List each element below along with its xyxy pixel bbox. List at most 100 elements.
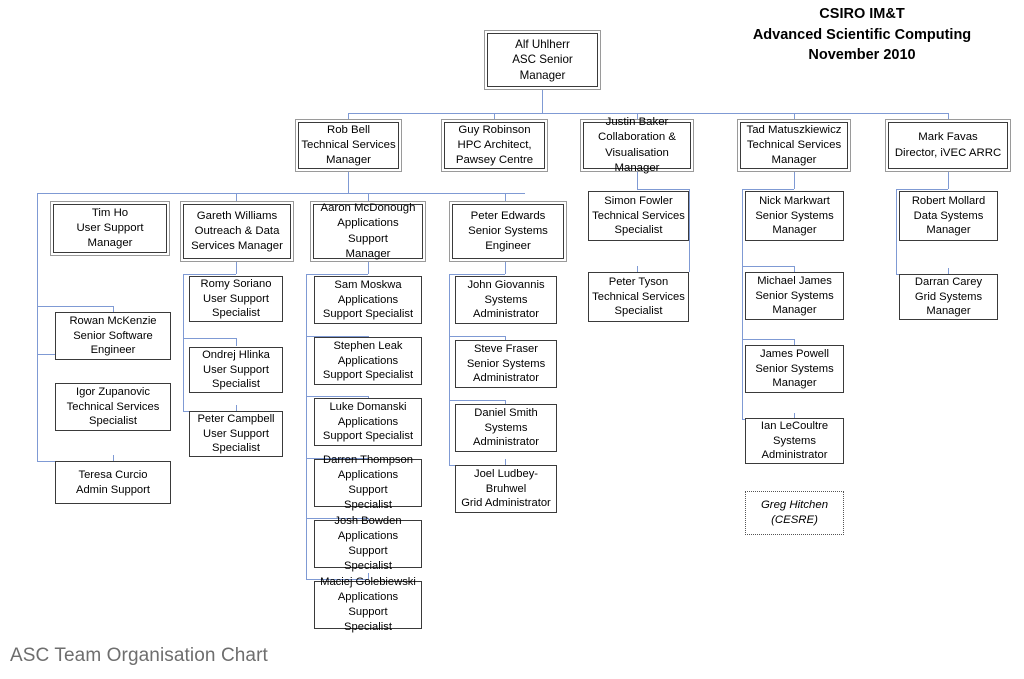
- node-label: Michael James Senior Systems Manager: [755, 274, 834, 317]
- connector-drop-peter-edwards: [505, 193, 506, 201]
- chart-caption: ASC Team Organisation Chart: [10, 645, 268, 666]
- node-peter-campbell[interactable]: Peter Campbell User Support Specialist: [189, 411, 283, 457]
- node-label: Daniel Smith Systems Administrator: [473, 406, 539, 449]
- node-darran-carey[interactable]: Darran Carey Grid Systems Manager: [899, 274, 998, 320]
- node-peter-tyson[interactable]: Peter Tyson Technical Services Specialis…: [588, 272, 689, 322]
- connector-timho-rail: [37, 201, 38, 461]
- connector-tad-branch-3-drop: [794, 413, 795, 419]
- node-label: Mark Favas Director, iVEC ARRC: [894, 131, 1002, 159]
- node-daniel-smith[interactable]: Daniel Smith Systems Administrator: [455, 404, 557, 452]
- connector-peteredwards-branch-1: [449, 336, 505, 337]
- connector-aaron-branch-5: [306, 579, 368, 580]
- node-rob-bell[interactable]: Rob Bell Technical Services Manager: [295, 119, 402, 172]
- node-sam-moskwa[interactable]: Sam Moskwa Applications Support Speciali…: [314, 276, 422, 324]
- node-darren-thompson[interactable]: Darren Thompson Applications Support Spe…: [314, 454, 422, 511]
- node-ian-lecoultre[interactable]: Ian LeCoultre Systems Administrator: [745, 418, 844, 464]
- node-label: Romy Soriano User Support Specialist: [200, 277, 272, 320]
- node-label: Ian LeCoultre Systems Administrator: [760, 419, 829, 462]
- node-label: Luke Domanski Applications Support Speci…: [322, 400, 414, 443]
- connector-aaron-rail: [306, 274, 307, 579]
- connector-timho-branch-3-drop: [113, 455, 114, 461]
- node-maciej-golebiewski[interactable]: Maciej Golebiewski Applications Support …: [314, 576, 422, 633]
- node-guy-robinson[interactable]: Guy Robinson HPC Architect, Pawsey Centr…: [441, 119, 548, 172]
- node-label: Robert Mollard Data Systems Manager: [911, 194, 986, 237]
- connector-drop-tim-ho: [37, 193, 38, 201]
- node-stephen-leak[interactable]: Stephen Leak Applications Support Specia…: [314, 337, 422, 385]
- node-label: Darran Carey Grid Systems Manager: [914, 275, 983, 318]
- connector-root-stem: [542, 90, 543, 113]
- node-romy-soriano[interactable]: Romy Soriano User Support Specialist: [189, 276, 283, 322]
- connector-gareth-branch-1: [183, 338, 236, 339]
- node-aaron-mcdonough[interactable]: Aaron McDonough Applications Support Man…: [310, 201, 426, 262]
- node-greg-hitchen[interactable]: Greg Hitchen (CESRE): [745, 491, 844, 535]
- node-nick-markwart[interactable]: Nick Markwart Senior Systems Manager: [745, 191, 844, 241]
- node-mark-favas[interactable]: Mark Favas Director, iVEC ARRC: [885, 119, 1011, 172]
- connector-tad-branch-2-drop: [794, 339, 795, 347]
- node-tim-ho[interactable]: Tim Ho User Support Manager: [50, 201, 170, 256]
- node-label: Gareth Williams Outreach & Data Services…: [191, 209, 283, 253]
- connector-drop-justin-baker: [637, 113, 638, 119]
- connector-peteredwards-branch-3-drop: [505, 459, 506, 465]
- connector-aaron-branch-1: [306, 336, 368, 337]
- connector-gareth-rail: [183, 274, 184, 411]
- node-rowan-mckenzie[interactable]: Rowan McKenzie Senior Software Engineer: [55, 312, 171, 360]
- connector-timho-branch-1-drop: [113, 306, 114, 312]
- node-label: Simon Fowler Technical Services Speciali…: [592, 194, 685, 237]
- node-tad-matuszkiewicz[interactable]: Tad Matuszkiewicz Technical Services Man…: [737, 119, 851, 172]
- connector-tad-top: [742, 189, 794, 190]
- connector-gareth-branch-1-drop: [236, 338, 237, 346]
- connector-justin-branch-1-drop: [637, 266, 638, 272]
- node-john-giovannis[interactable]: John Giovannis Systems Administrator: [455, 276, 557, 324]
- connector-gareth-stem: [236, 262, 237, 274]
- node-label: Aaron McDonough Applications Support Man…: [320, 202, 416, 260]
- connector-aaron-stem: [368, 262, 369, 274]
- node-label: Guy Robinson HPC Architect, Pawsey Centr…: [455, 123, 534, 167]
- title-line-1: CSIRO IM&T: [819, 6, 905, 22]
- node-peter-edwards[interactable]: Peter Edwards Senior Systems Engineer: [449, 201, 567, 262]
- connector-favas-rail: [896, 189, 897, 274]
- node-alf-uhlherr[interactable]: Alf Uhlherr ASC Senior Manager: [484, 30, 601, 90]
- connector-drop-aaron: [368, 193, 369, 201]
- node-joel-ludbey-bruhwel[interactable]: Joel Ludbey- Bruhwel Grid Administrator: [455, 465, 557, 513]
- connector-favas-top: [896, 189, 948, 190]
- node-gareth-williams[interactable]: Gareth Williams Outreach & Data Services…: [180, 201, 294, 262]
- connector-drop-rob-bell: [348, 113, 349, 119]
- node-ondrej-hlinka[interactable]: Ondrej Hlinka User Support Specialist: [189, 347, 283, 393]
- connector-tad-branch-1-drop: [794, 266, 795, 274]
- connector-tad-branch-2: [742, 339, 794, 340]
- node-label: Darren Thompson Applications Support Spe…: [323, 454, 413, 511]
- node-label: James Powell Senior Systems Manager: [755, 347, 834, 390]
- node-label: Rowan McKenzie Senior Software Engineer: [69, 314, 157, 357]
- node-label: Peter Campbell User Support Specialist: [197, 412, 275, 455]
- node-label: Greg Hitchen (CESRE): [760, 498, 829, 526]
- connector-favas-branch-1-drop: [948, 268, 949, 274]
- node-label: Josh Bowden Applications Support Special…: [334, 515, 402, 572]
- node-label: Alf Uhlherr ASC Senior Manager: [512, 38, 573, 82]
- node-robert-mollard[interactable]: Robert Mollard Data Systems Manager: [899, 191, 998, 241]
- connector-tad-rail: [742, 189, 743, 419]
- node-teresa-curcio[interactable]: Teresa Curcio Admin Support: [55, 461, 171, 504]
- node-label: Sam Moskwa Applications Support Speciali…: [322, 278, 414, 321]
- node-igor-zupanovic[interactable]: Igor Zupanovic Technical Services Specia…: [55, 383, 171, 431]
- node-james-powell[interactable]: James Powell Senior Systems Manager: [745, 345, 844, 393]
- node-label: Tim Ho User Support Manager: [76, 206, 144, 250]
- connector-peteredwards-stem: [505, 262, 506, 274]
- node-steve-fraser[interactable]: Steve Fraser Senior Systems Administrato…: [455, 340, 557, 388]
- node-michael-james[interactable]: Michael James Senior Systems Manager: [745, 272, 844, 320]
- connector-tad-stem: [794, 172, 795, 189]
- node-label: Peter Tyson Technical Services Specialis…: [592, 275, 685, 318]
- connector-aaron-branch-3: [306, 458, 368, 459]
- connector-justin-top: [637, 189, 689, 190]
- node-luke-domanski[interactable]: Luke Domanski Applications Support Speci…: [314, 398, 422, 446]
- connector-drop-tad: [794, 113, 795, 119]
- node-josh-bowden[interactable]: Josh Bowden Applications Support Special…: [314, 515, 422, 572]
- node-simon-fowler[interactable]: Simon Fowler Technical Services Speciali…: [588, 191, 689, 241]
- node-label: Steve Fraser Senior Systems Administrato…: [466, 342, 546, 385]
- connector-robbell-stem: [348, 172, 349, 193]
- title-line-3: November 2010: [808, 47, 916, 64]
- node-justin-baker[interactable]: Justin Baker Collaboration & Visualisati…: [580, 116, 694, 174]
- connector-aaron-branch-5-drop: [368, 573, 369, 579]
- node-label: Joel Ludbey- Bruhwel Grid Administrator: [461, 467, 551, 510]
- node-label: Stephen Leak Applications Support Specia…: [322, 339, 414, 382]
